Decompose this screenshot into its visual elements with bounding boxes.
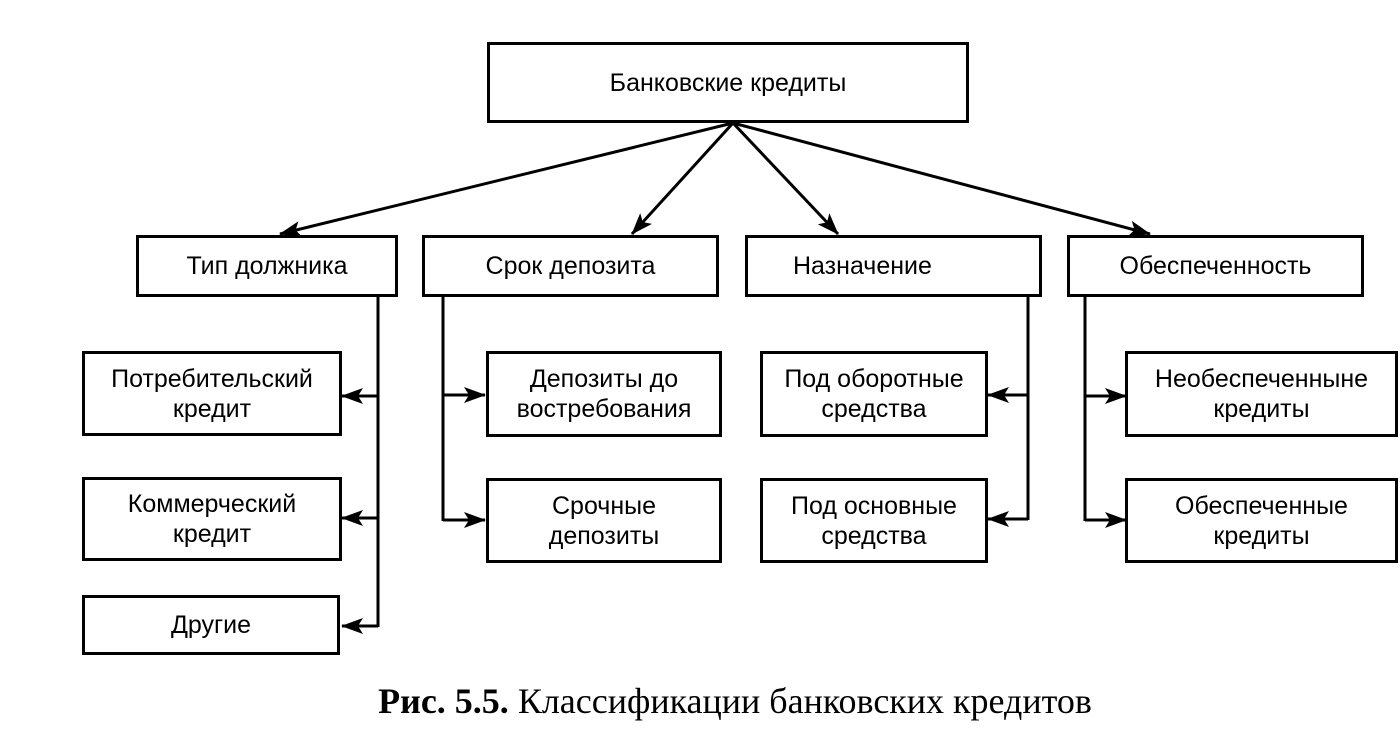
arrow-root-to-deposit-term <box>630 121 735 236</box>
arrow-root-to-security <box>732 121 1151 237</box>
leaf-consumer-credit: Потребительский кредит <box>82 351 342 436</box>
arrow-root-to-purpose <box>731 121 840 236</box>
category-deposit-term: Срок депозита <box>422 235 719 297</box>
category-purpose: Назначение <box>745 235 1042 297</box>
leaf-working-capital: Под оборотные средства <box>760 351 988 437</box>
leaf-commercial-credit: Коммерческий кредит <box>82 477 342 561</box>
leaf-term-deposits: Срочные депозиты <box>486 478 722 563</box>
leaf-demand-deposits: Депозиты до востребования <box>486 351 722 437</box>
leaf-unsecured-credits: Необеспеченныне кредиты <box>1125 351 1398 437</box>
category-debtor-type: Тип должника <box>136 235 398 297</box>
arrow-root-to-debtor-type <box>279 121 734 237</box>
leaf-other: Другие <box>82 595 340 655</box>
leaf-secured-credits: Обеспеченные кредиты <box>1125 478 1398 563</box>
leaf-fixed-assets: Под основные средства <box>760 478 988 563</box>
category-security: Обеспеченность <box>1067 235 1364 297</box>
root-node-bank-credits: Банковские кредиты <box>487 42 969 123</box>
figure-title: Классификации банковских кредитов <box>517 681 1092 721</box>
figure-caption: Рис. 5.5. Классификации банковских креди… <box>0 680 1400 722</box>
figure-number: Рис. 5.5. <box>378 681 509 721</box>
